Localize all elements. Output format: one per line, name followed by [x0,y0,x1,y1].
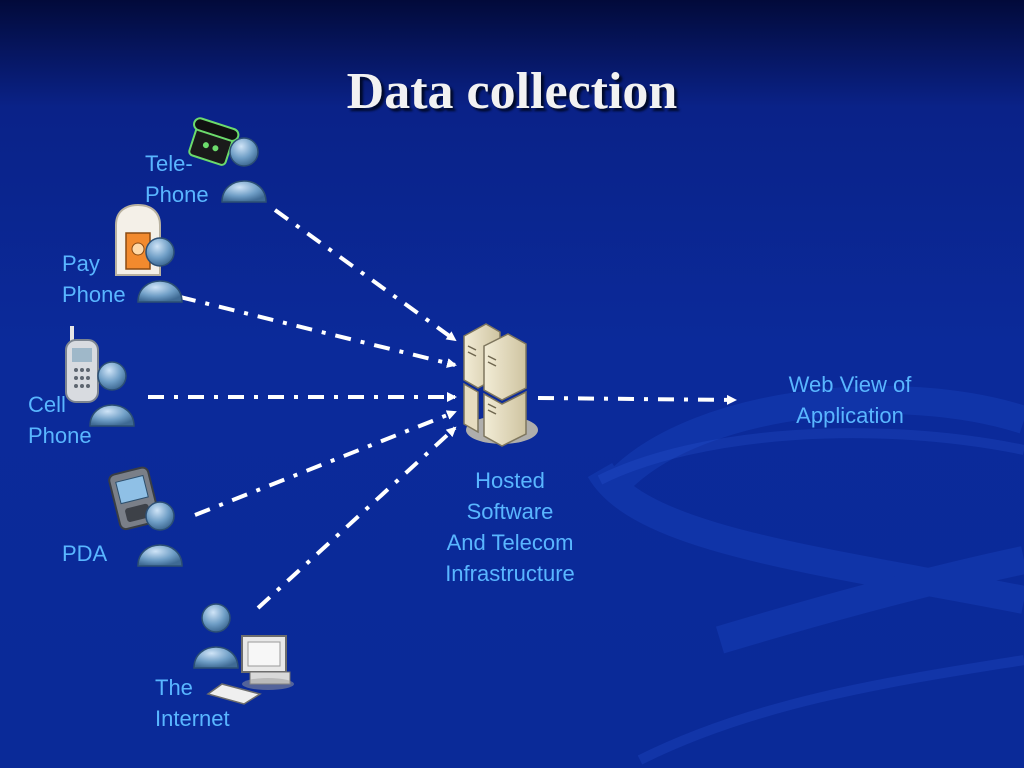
slide-title: Data collection [346,63,678,120]
label-output: Web View of Application [760,369,940,431]
label-hub: Hosted Software And Telecom Infrastructu… [420,465,600,589]
connector-telephone [273,208,457,342]
label-hub-line-2: Software [466,499,554,524]
person-icon-pda [137,501,183,567]
label-internet-line-2: Internet [155,706,230,731]
person-icon-cell-phone [89,361,135,427]
server-icon [463,323,538,447]
connectors [148,208,737,610]
person-icon-telephone [221,137,267,203]
label-pay-phone: Pay Phone [62,248,126,310]
label-hub-line-3: And Telecom [446,530,574,555]
connector-internet [256,426,457,610]
label-telephone: Tele- Phone [145,148,209,210]
label-telephone-line-2: Phone [145,182,209,207]
person-icon-internet [193,603,239,669]
label-output-line-1: Web View of [788,372,912,397]
label-hub-line-1: Hosted [475,468,545,493]
person-icon-pay-phone [137,237,183,303]
label-internet-line-1: The [155,675,193,700]
label-pda-line-1: PDA [62,541,108,566]
telephone-icon [188,117,240,166]
connector-pay-phone [179,295,457,368]
background-swoosh [587,386,1024,654]
label-hub-line-4: Infrastructure [445,561,575,586]
label-cell-phone: Cell Phone [28,389,92,451]
label-telephone-line-1: Tele- [145,151,193,176]
label-pay-phone-line-2: Phone [62,282,126,307]
label-cell-phone-line-1: Cell [28,392,66,417]
connector-pda [194,410,457,517]
label-pay-phone-line-1: Pay [62,251,100,276]
label-output-line-2: Application [796,403,904,428]
computer-icon [206,635,294,705]
label-internet: The Internet [155,672,230,734]
label-cell-phone-line-2: Phone [28,423,92,448]
label-pda: PDA [62,538,107,569]
cell-phone-icon [65,326,99,403]
connector-output [537,394,737,405]
